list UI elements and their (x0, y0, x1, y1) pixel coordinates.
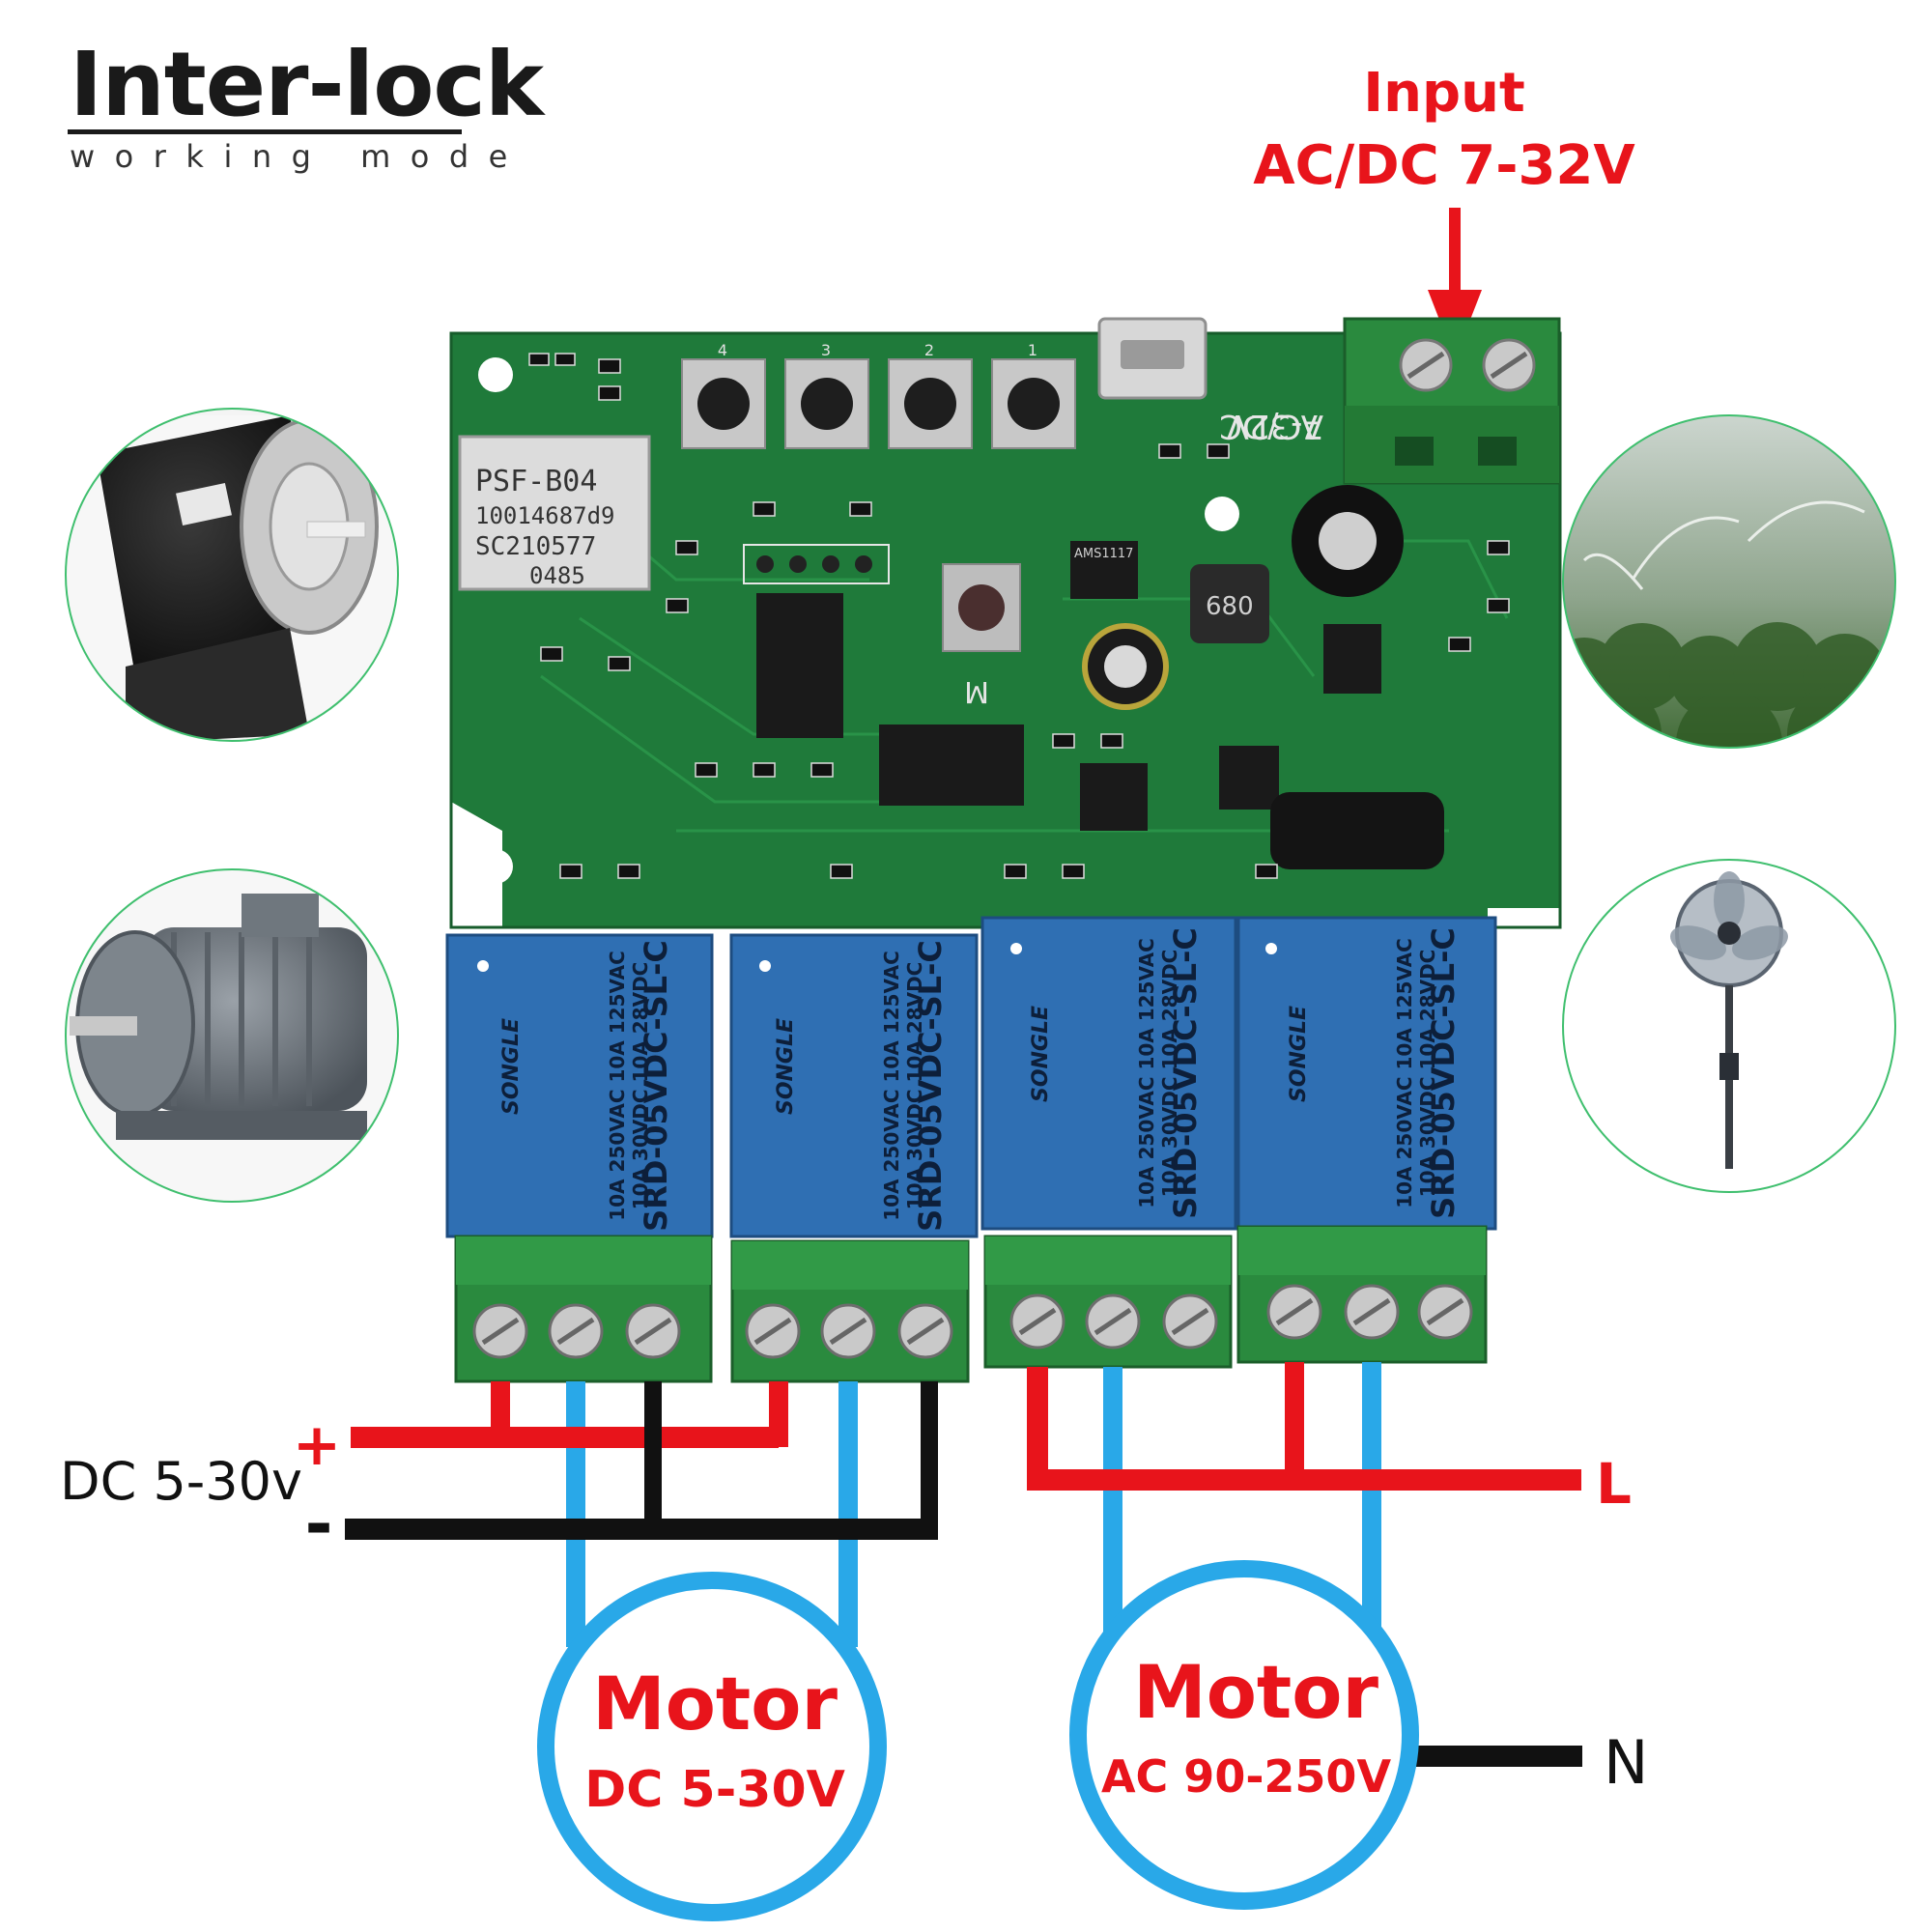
mounting-hole (478, 357, 513, 392)
svg-text:3: 3 (821, 341, 831, 359)
svg-text:4: 4 (718, 341, 727, 359)
svg-text:SRD-05VDC-SL-C: SRD-05VDC-SL-C (912, 940, 949, 1232)
relay-3: SRD-05VDC-SL-C 10A 250VAC 10A 125VAC 10A… (980, 916, 1237, 1231)
relay-2: SRD-05VDC-SL-C 10A 250VAC 10A 125VAC 10A… (729, 933, 979, 1238)
terminal-block-1 (454, 1235, 713, 1383)
ic-chip (1323, 624, 1381, 694)
rf-coil (1270, 792, 1444, 869)
tactile-button-3: 3 (784, 341, 869, 449)
svg-text:10A 30VDC 10A 28VDC: 10A 30VDC 10A 28VDC (1416, 950, 1439, 1198)
svg-text:SRD-05VDC-SL-C: SRD-05VDC-SL-C (1425, 927, 1462, 1219)
ac-motor-voltage: AC 90-250V (1101, 1750, 1392, 1803)
tactile-button-4: 4 (681, 341, 766, 449)
sprinkler-photo-icon (1562, 414, 1896, 749)
svg-text:0485: 0485 (529, 562, 585, 589)
ac-wiring (1027, 1362, 1582, 1767)
svg-text:SONGLE: SONGLE (1287, 1006, 1311, 1102)
dc-motor-photo-icon (65, 408, 399, 742)
dc-motor-title: Motor (592, 1661, 838, 1747)
brand-subtitle: working mode (70, 138, 527, 175)
inductor (1190, 564, 1269, 643)
tactile-button-2: 2 (888, 341, 973, 449)
relay-4: SRD-05VDC-SL-C 10A 250VAC 10A 125VAC 10A… (1236, 916, 1497, 1231)
svg-text:10A 30VDC 10A 28VDC: 10A 30VDC 10A 28VDC (1158, 950, 1181, 1198)
svg-text:10014687d9: 10014687d9 (475, 502, 615, 529)
dc-supply-label: DC 5-30v (60, 1451, 302, 1512)
fan-photo-icon (1562, 859, 1896, 1193)
ic-chip (1080, 763, 1148, 831)
dc-plus-label: + (293, 1411, 341, 1479)
input-voltage-label: AC/DC 7-32V (1253, 134, 1635, 197)
live-label: L (1596, 1451, 1632, 1517)
ic-chip (1219, 746, 1279, 810)
ic-chip (879, 724, 1024, 806)
dc-wiring (345, 1381, 938, 1647)
svg-text:SONGLE: SONGLE (1029, 1006, 1053, 1102)
mounting-hole (478, 849, 513, 884)
wifi-module: PSF-B04 10014687d9 SC210577 0485 (458, 435, 651, 591)
neutral-label: N (1604, 1727, 1648, 1798)
terminal-block-3 (983, 1235, 1233, 1369)
mounting-hole (1205, 497, 1239, 531)
svg-text:SRD-05VDC-SL-C: SRD-05VDC-SL-C (1167, 927, 1204, 1219)
pin-header (743, 544, 890, 584)
ic-label: AMS1117 (1074, 547, 1133, 561)
svg-text:1: 1 (1028, 341, 1037, 359)
terminal-block-2 (730, 1239, 970, 1383)
ac-motor-title: Motor (1133, 1649, 1378, 1735)
svg-text:10A 250VAC 10A 125VAC: 10A 250VAC 10A 125VAC (606, 951, 629, 1221)
input-terminal-block (1343, 317, 1561, 485)
board-mark: M (964, 674, 989, 708)
terminal-block-4 (1236, 1225, 1488, 1364)
dc-motor-voltage: DC 5-30V (584, 1761, 845, 1819)
brand-underline (68, 129, 462, 134)
ac-motor-photo-icon (65, 868, 399, 1203)
svg-text:10A 250VAC 10A 125VAC: 10A 250VAC 10A 125VAC (1135, 938, 1158, 1208)
svg-text:SRD-05VDC-SL-C: SRD-05VDC-SL-C (638, 940, 674, 1232)
svg-text:10A 30VDC 10A 28VDC: 10A 30VDC 10A 28VDC (629, 962, 652, 1210)
svg-text:680: 680 (1206, 592, 1254, 621)
svg-text:10A 250VAC 10A 125VAC: 10A 250VAC 10A 125VAC (1393, 938, 1416, 1208)
svg-text:SC210577: SC210577 (475, 532, 596, 561)
input-label: Input (1363, 62, 1524, 125)
power-marking: AC/DC (1219, 407, 1323, 445)
svg-text:10A 250VAC 10A 125VAC: 10A 250VAC 10A 125VAC (880, 951, 903, 1221)
relay-1: SRD-05VDC-SL-C 10A 250VAC 10A 125VAC 10A… (445, 933, 714, 1238)
svg-text:2: 2 (924, 341, 934, 359)
ic-chip (1070, 541, 1138, 599)
svg-text:PSF-B04: PSF-B04 (475, 465, 597, 498)
relay-board: PSF-B04 10014687d9 SC210577 0485 4 3 2 1 (449, 317, 1562, 929)
svg-text:10A 30VDC 10A 28VDC: 10A 30VDC 10A 28VDC (903, 962, 926, 1210)
svg-text:SONGLE: SONGLE (499, 1018, 524, 1115)
tactile-button-1: 1 (991, 341, 1076, 449)
brand-title: Inter-lock (70, 33, 544, 136)
dc-motor-symbol (537, 1572, 887, 1921)
ic-chip (756, 593, 843, 738)
ac-motor-symbol (1069, 1560, 1419, 1910)
dc-minus-label: - (304, 1485, 332, 1564)
power-marking: 7-32V (1227, 407, 1323, 445)
svg-text:SONGLE: SONGLE (774, 1018, 798, 1115)
